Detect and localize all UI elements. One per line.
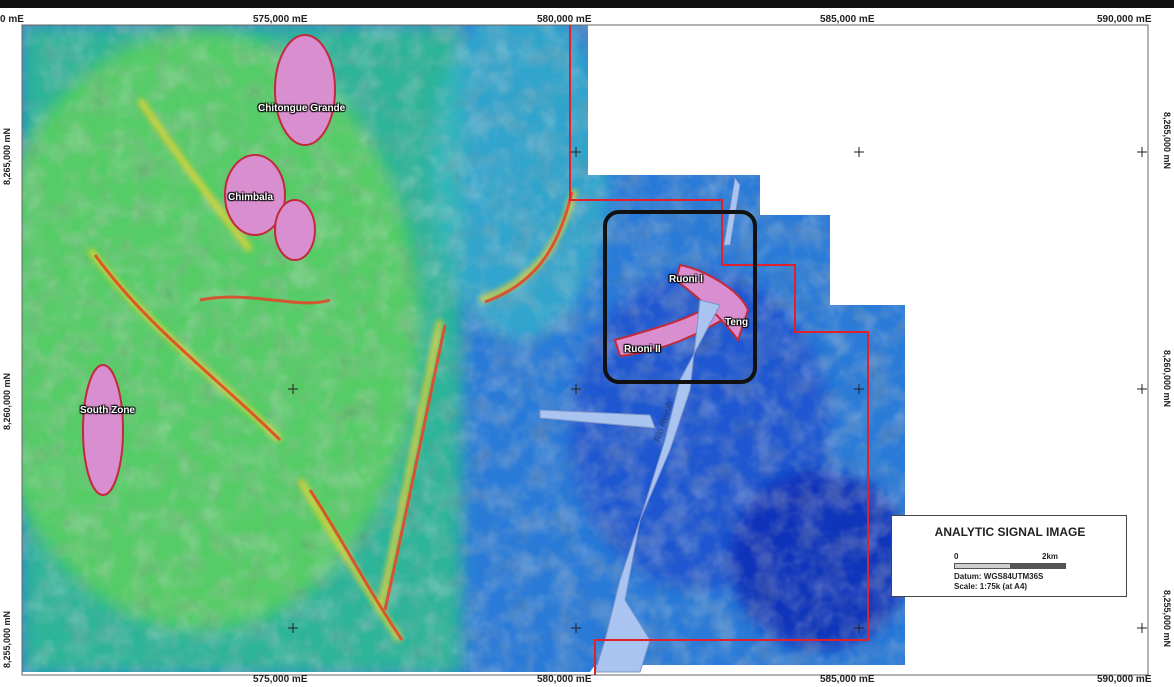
top-frame-bar <box>0 0 1174 8</box>
unsurveyed-area <box>588 25 1148 175</box>
northing-label-left: 8,265,000 mN <box>2 127 12 185</box>
northing-label-right: 8,260,000 mN <box>1162 350 1172 408</box>
easting-label-top: 585,000 mE <box>820 14 875 25</box>
label-ruoni-ii[interactable]: Ruoni II <box>624 344 661 355</box>
northing-label-right: 8,255,000 mN <box>1162 590 1172 648</box>
label-chimbala[interactable]: Chimbala <box>228 192 274 203</box>
licence-boundary <box>569 25 869 675</box>
northing-label-right: 8,265,000 mN <box>1162 112 1172 170</box>
river-branch <box>539 409 656 429</box>
scale-start-label: 0 <box>954 552 959 561</box>
easting-label-bottom: 580,000 mE <box>537 674 592 685</box>
analytic-signal-raster <box>22 25 905 672</box>
easting-label-top: 0 mE <box>0 14 24 25</box>
northing-label-left: 8,255,000 mN <box>2 610 12 668</box>
easting-label-top: 590,000 mE <box>1097 14 1152 25</box>
scale-bar-segment <box>955 564 1010 568</box>
scale-text: Scale: 1:75k (at A4) <box>954 582 1028 591</box>
easting-label-bottom: 590,000 mE <box>1097 674 1152 685</box>
easting-label-bottom: 575,000 mE <box>253 674 308 685</box>
label-teng[interactable]: Teng <box>725 317 749 328</box>
label-ruoni-i[interactable]: Ruoni I <box>669 274 703 285</box>
scale-bar <box>954 563 1066 569</box>
legend-title: ANALYTIC SIGNAL IMAGE <box>934 525 1086 539</box>
label-chitongue-grande[interactable]: Chitongue Grande <box>258 103 346 114</box>
easting-label-bottom: 585,000 mE <box>820 674 875 685</box>
map-legend: ANALYTIC SIGNAL IMAGE 0 2km Datum: WGS84… <box>891 515 1127 597</box>
focus-box[interactable] <box>603 210 757 384</box>
scale-end-label: 2km <box>1042 552 1059 561</box>
datum-text: Datum: WGS84UTM36S <box>954 572 1044 581</box>
grid-crosses <box>288 147 1147 633</box>
scale-bar-segment <box>1010 564 1065 568</box>
map-frame <box>21 24 1149 676</box>
label-south-zone[interactable]: South Zone <box>80 405 135 416</box>
easting-label-top: 575,000 mE <box>253 14 308 25</box>
northing-label-left: 8,260,000 mN <box>2 372 12 430</box>
easting-label-top: 580,000 mE <box>537 14 592 25</box>
